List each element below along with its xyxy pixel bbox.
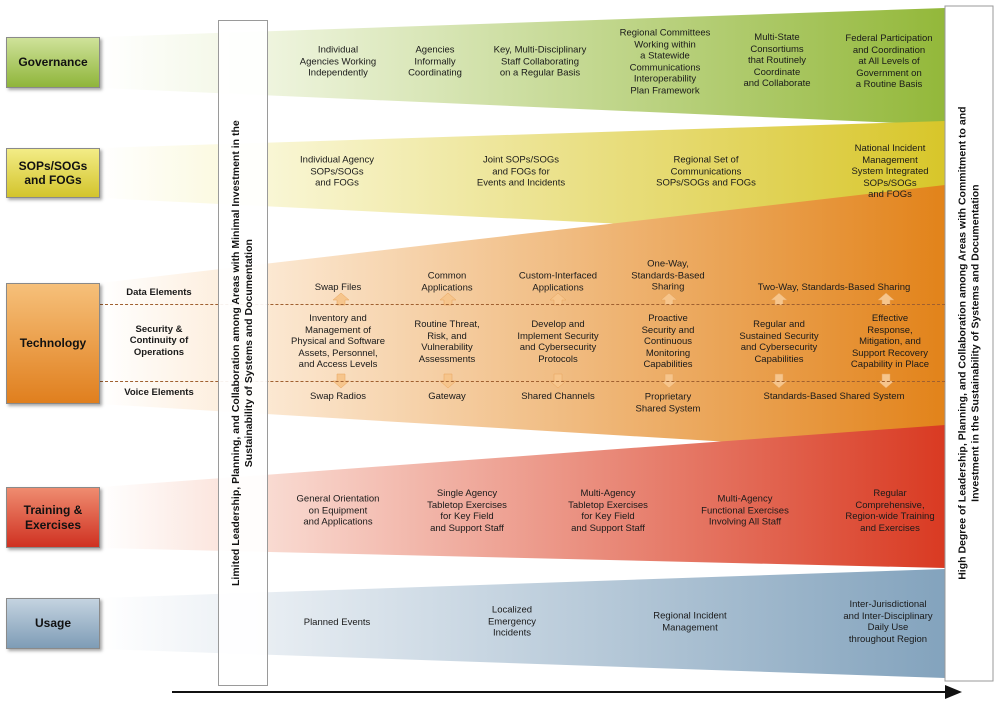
governance-cell: Multi-State Consortiums that Routinely C… bbox=[743, 32, 811, 90]
voice-element-cell: Proprietary Shared System bbox=[635, 391, 701, 414]
voice-element-cell: Shared Channels bbox=[521, 391, 595, 403]
sops-cell: National Incident Management System Inte… bbox=[851, 143, 929, 201]
voice-element-cell: Gateway bbox=[428, 391, 466, 403]
technology-label: Technology bbox=[6, 283, 100, 404]
data-element-cell: One-Way, Standards-Based Sharing bbox=[631, 258, 705, 293]
sops-cell: Regional Set of Communications SOPs/SOGs… bbox=[656, 154, 756, 189]
left-caption: Limited Leadership, Planning, and Collab… bbox=[229, 120, 256, 586]
governance-cell: Federal Participation and Coordination a… bbox=[845, 33, 933, 91]
sops-cell: Joint SOPs/SOGs and FOGs for Events and … bbox=[476, 154, 566, 189]
governance-cell: Agencies Informally Coordinating bbox=[408, 44, 462, 79]
governance-cell: Key, Multi-Disciplinary Staff Collaborat… bbox=[493, 44, 587, 79]
governance-band bbox=[100, 8, 945, 125]
usage-cell: Regional Incident Management bbox=[653, 610, 727, 633]
security-cell: Effective Response, Mitigation, and Supp… bbox=[850, 313, 930, 371]
training-cell: General Orientation on Equipment and App… bbox=[296, 493, 380, 528]
data-element-cell: Custom-Interfaced Applications bbox=[518, 270, 598, 293]
governance-cell: Regional Committees Working within a Sta… bbox=[619, 27, 711, 97]
tech-divider-top bbox=[100, 304, 945, 305]
voice-element-cell: Standards-Based Shared System bbox=[763, 391, 905, 403]
security-cell: Routine Threat, Risk, and Vulnerability … bbox=[414, 318, 480, 365]
progress-arrowhead bbox=[945, 685, 962, 699]
usage-label: Usage bbox=[6, 598, 100, 649]
security-cell: Proactive Security and Continuous Monito… bbox=[641, 313, 695, 371]
data-element-cell: Common Applications bbox=[421, 270, 473, 293]
tech-divider-bottom bbox=[100, 381, 945, 382]
data-element-cell: Two-Way, Standards-Based Sharing bbox=[757, 282, 911, 294]
data-element-cell: Swap Files bbox=[314, 282, 362, 294]
training-cell: Multi-Agency Tabletop Exercises for Key … bbox=[568, 487, 648, 534]
security-cell: Regular and Sustained Security and Cyber… bbox=[739, 318, 819, 365]
security-label: Security & Continuity of Operations bbox=[129, 324, 189, 358]
governance-label: Governance bbox=[6, 37, 100, 88]
data-elements-label: Data Elements bbox=[126, 287, 192, 298]
usage-cell: Inter-Jurisdictional and Inter-Disciplin… bbox=[843, 598, 933, 645]
left-caption-bar: Limited Leadership, Planning, and Collab… bbox=[218, 20, 268, 686]
sops-label: SOPs/SOGs and FOGs bbox=[6, 148, 100, 198]
training-label: Training & Exercises bbox=[6, 487, 100, 548]
training-cell: Single Agency Tabletop Exercises for Key… bbox=[427, 487, 507, 534]
governance-cell: Individual Agencies Working Independentl… bbox=[299, 44, 377, 79]
security-cell: Develop and Implement Security and Cyber… bbox=[517, 318, 599, 365]
usage-cell: Localized Emergency Incidents bbox=[487, 604, 537, 639]
right-caption-bar: High Degree of Leadership, Planning, and… bbox=[946, 6, 993, 681]
voice-elements-label: Voice Elements bbox=[124, 387, 194, 398]
right-caption: High Degree of Leadership, Planning, and… bbox=[956, 106, 982, 581]
sops-cell: Individual Agency SOPs/SOGs and FOGs bbox=[300, 154, 374, 189]
technology-band bbox=[100, 185, 945, 455]
training-cell: Regular Comprehensive, Region-wide Train… bbox=[845, 487, 935, 534]
voice-element-cell: Swap Radios bbox=[310, 391, 366, 403]
training-band bbox=[100, 425, 945, 568]
usage-band bbox=[100, 569, 945, 678]
training-cell: Multi-Agency Functional Exercises Involv… bbox=[701, 493, 789, 528]
usage-cell: Planned Events bbox=[303, 617, 371, 629]
security-cell: Inventory and Management of Physical and… bbox=[291, 313, 385, 371]
